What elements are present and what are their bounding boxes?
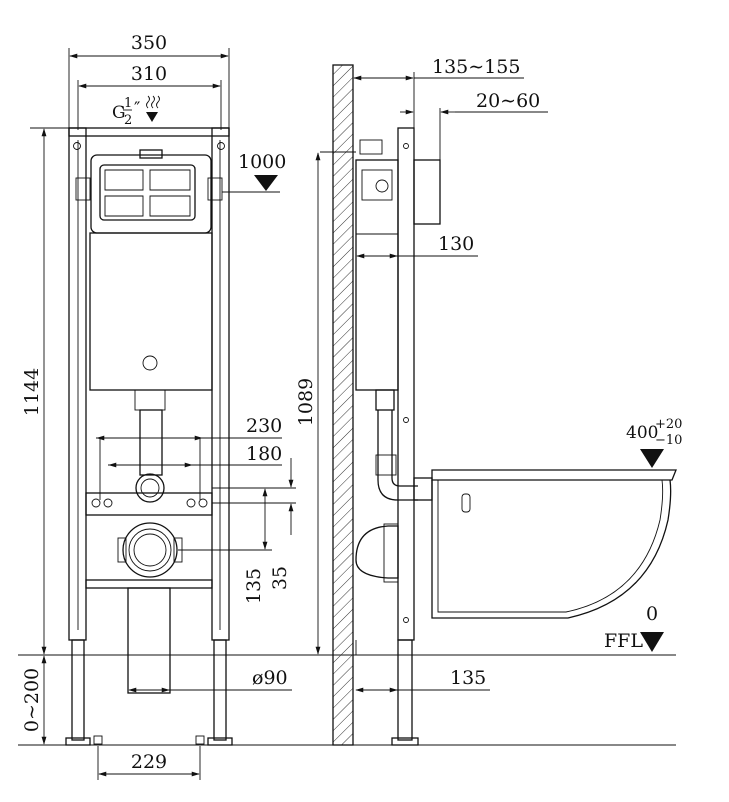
side-view bbox=[320, 64, 677, 746]
dim-depth-range: 135∼155 bbox=[432, 56, 520, 78]
wall-section bbox=[332, 64, 354, 746]
waste-pipe bbox=[127, 587, 171, 694]
dim-foot-spacing: 229 bbox=[131, 751, 167, 773]
logo-icon bbox=[142, 355, 158, 371]
cistern-top bbox=[90, 154, 212, 234]
floor-zero: 0 bbox=[646, 603, 658, 625]
inlet-arrow-icon bbox=[146, 112, 158, 122]
dim-seat-tol-minus: −10 bbox=[655, 433, 682, 448]
seat bbox=[431, 469, 677, 481]
inlet-denominator: 2 bbox=[124, 113, 132, 128]
bolt-icon bbox=[73, 142, 81, 150]
dim-seat-tol-plus: +20 bbox=[655, 417, 682, 432]
mounting-bar bbox=[85, 492, 213, 516]
front-view bbox=[65, 127, 233, 746]
side-pipe bbox=[377, 410, 418, 501]
left-leg bbox=[71, 639, 85, 741]
floor-level-marker-icon bbox=[640, 632, 664, 652]
dim-wall-range: 20∼60 bbox=[476, 90, 540, 112]
flush-plate bbox=[413, 159, 441, 225]
right-upright bbox=[211, 127, 230, 641]
floor-label: FFL bbox=[604, 630, 643, 652]
dim-flush-height: 1000 bbox=[238, 151, 286, 173]
dim-width-outer: 350 bbox=[131, 32, 167, 54]
level-marker-icon bbox=[254, 175, 278, 191]
inlet-connector bbox=[135, 473, 165, 503]
dim-frame-depth: 130 bbox=[438, 233, 474, 255]
outlet-elbow bbox=[122, 522, 178, 578]
dim-outlet-b: 35 bbox=[269, 566, 291, 590]
inlet-label: G bbox=[112, 103, 126, 123]
inlet-suffix: ″ bbox=[134, 99, 140, 119]
wc-bowl bbox=[413, 469, 677, 619]
dim-foot-adjust: 0∼200 bbox=[21, 668, 43, 732]
dim-bracket-inner: 180 bbox=[246, 443, 282, 465]
side-dimensions: 135∼155 20∼60 130 1089 135 400 +20 −10 0… bbox=[295, 56, 682, 693]
side-frame bbox=[397, 127, 415, 641]
dim-frame-height: 1089 bbox=[295, 378, 317, 426]
dim-width-inner: 310 bbox=[131, 63, 167, 85]
dim-bracket-outer: 230 bbox=[246, 415, 282, 437]
dim-bottom-depth: 135 bbox=[450, 667, 486, 689]
dim-outlet-a: 135 bbox=[243, 568, 265, 604]
dim-height-total: 1144 bbox=[21, 368, 43, 416]
dim-pipe-diameter: ø90 bbox=[252, 667, 288, 689]
cistern-body bbox=[89, 232, 213, 391]
water-symbol-icon bbox=[146, 95, 160, 109]
dim-seat-height: 400 bbox=[626, 423, 658, 443]
front-dimensions: 350 310 G 1 2 ″ 1144 0∼200 1000 230 180 bbox=[21, 32, 296, 780]
inlet-numerator: 1 bbox=[124, 96, 132, 111]
left-upright bbox=[68, 127, 87, 641]
seat-level-marker-icon bbox=[640, 449, 664, 468]
flush-pipe bbox=[139, 409, 163, 476]
bolt-icon bbox=[217, 142, 225, 150]
